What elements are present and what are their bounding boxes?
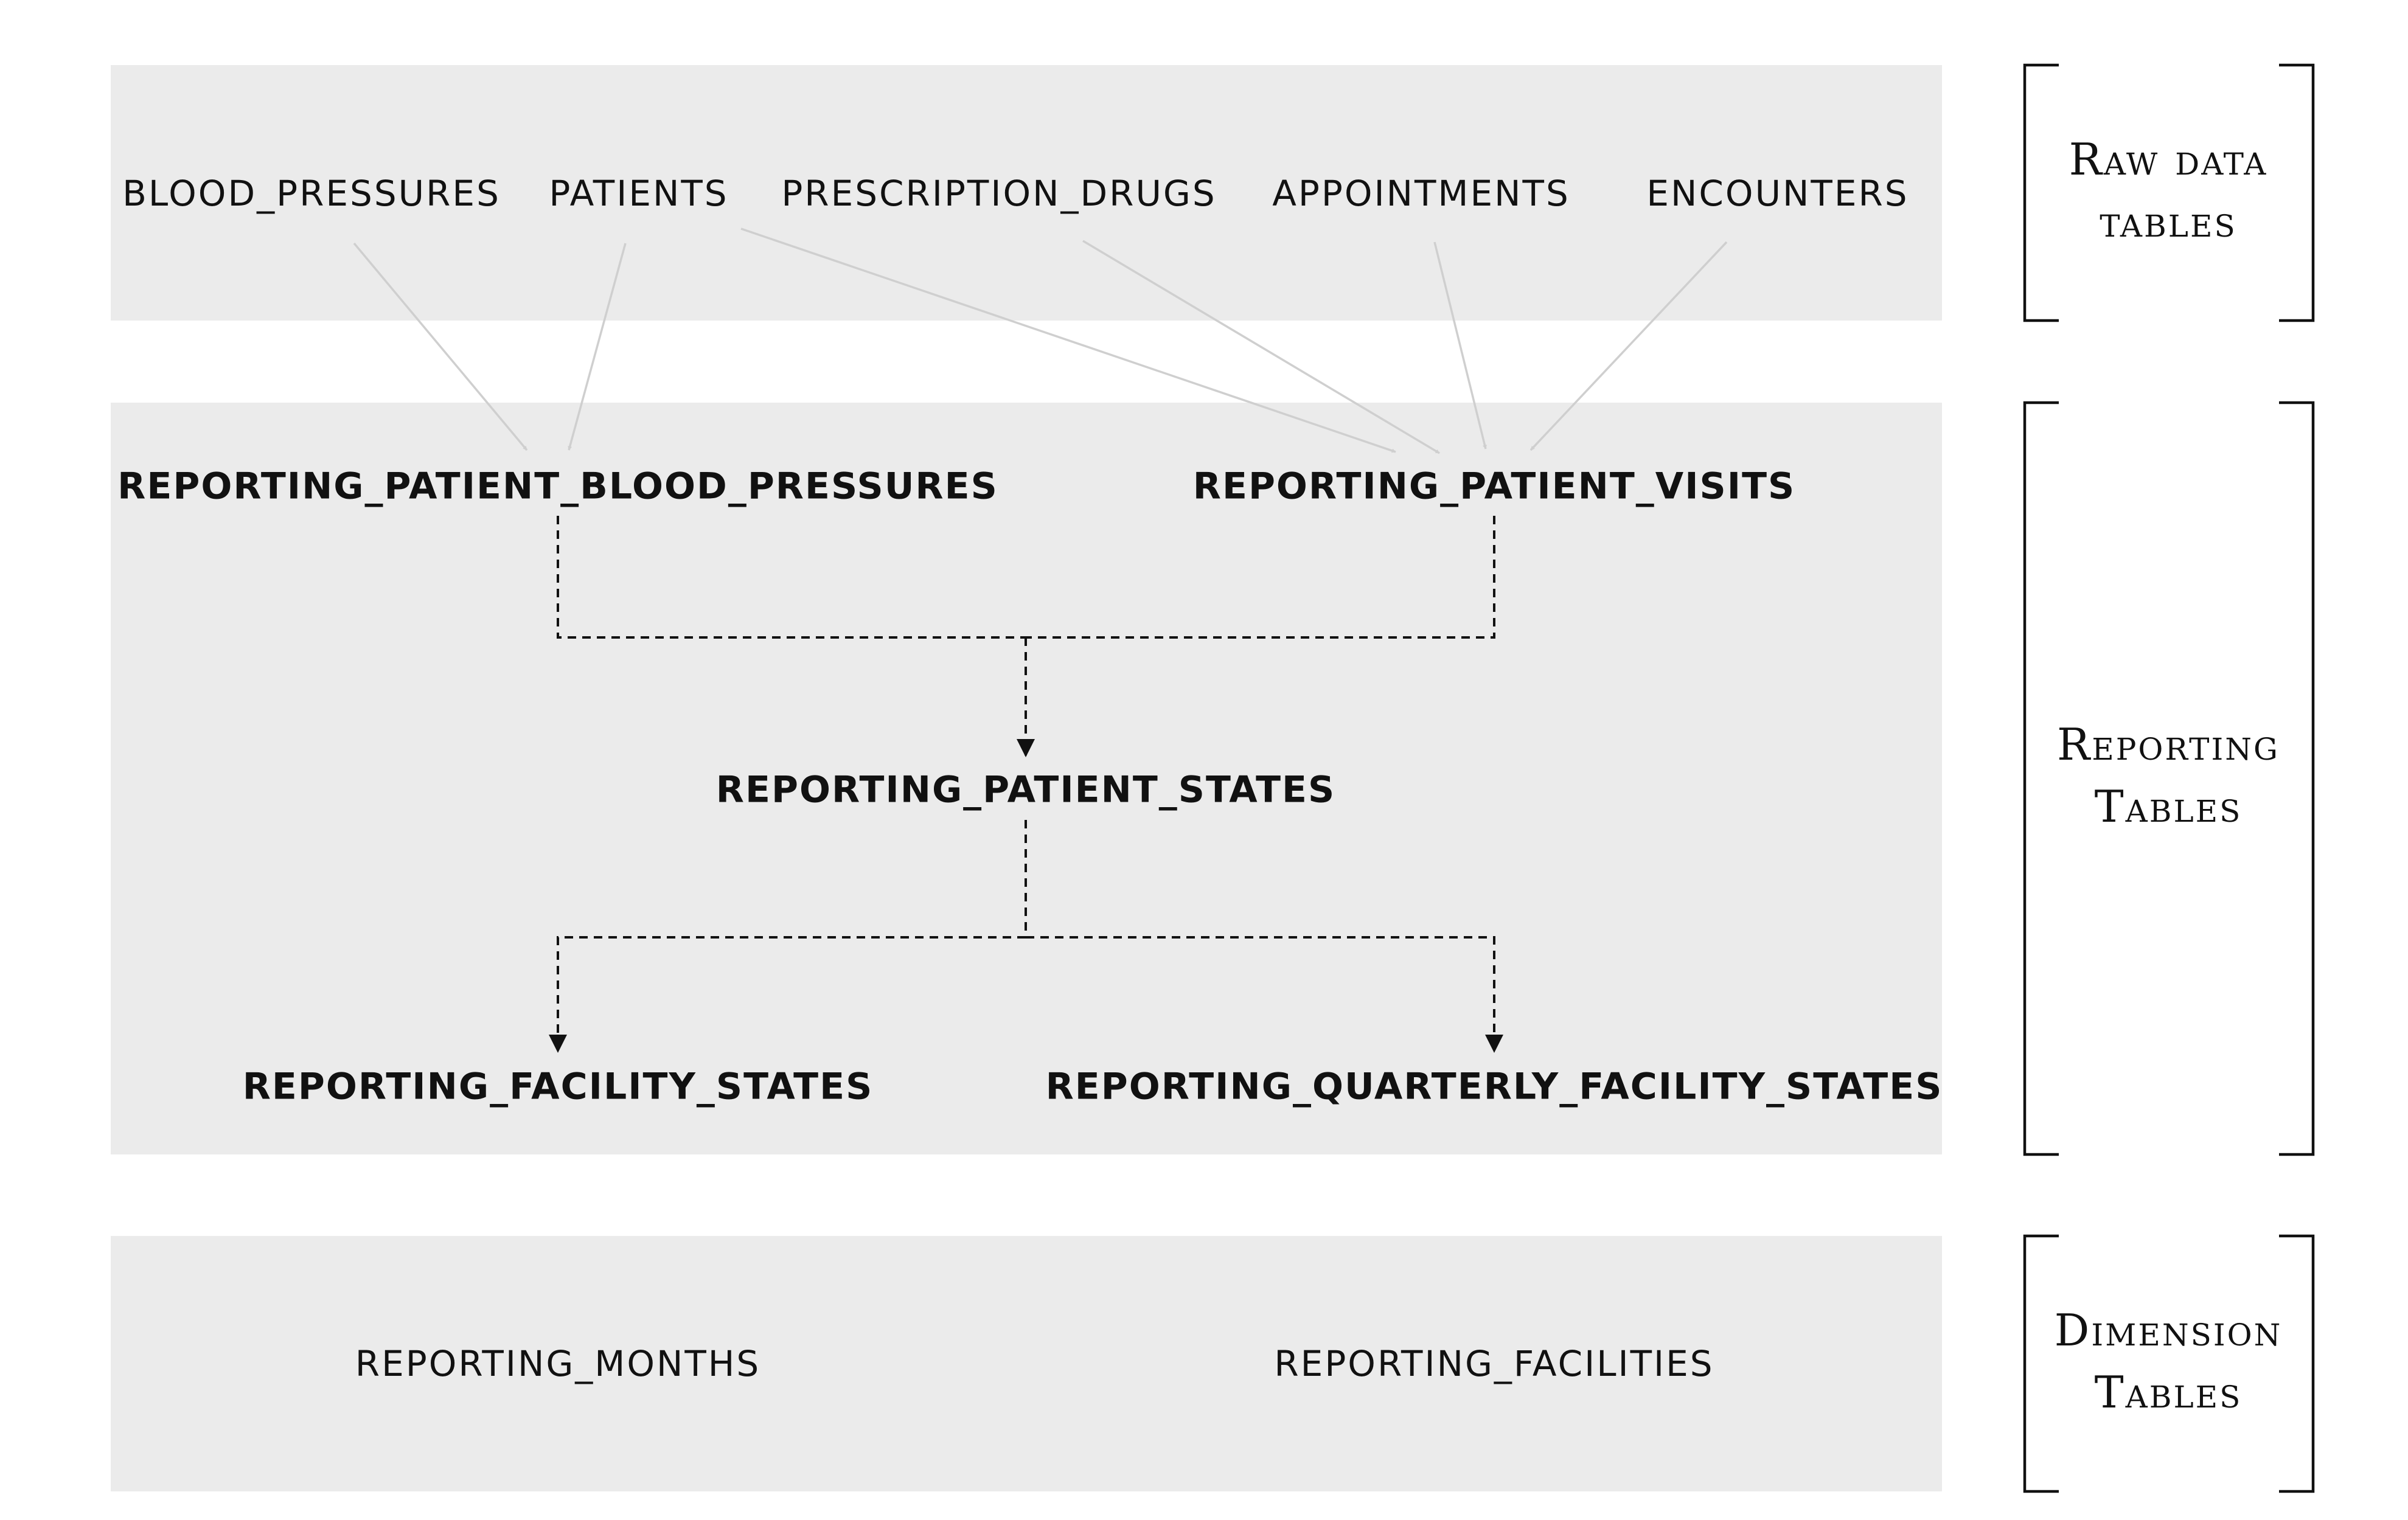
reporting-bracket-left: [2023, 401, 2059, 1156]
raw-edges: [353, 227, 1728, 454]
dimension-bracket-right: [2279, 1234, 2315, 1493]
edge-states-to-facility-states: [549, 936, 1026, 1053]
node-reporting-months: REPORTING_MONTHS: [355, 1343, 760, 1384]
reporting-tables-label-line1: Reporting: [2057, 719, 2280, 770]
dimension-table-nodes: REPORTING_MONTHS REPORTING_FACILITIES: [355, 1343, 1714, 1384]
node-reporting-patient-states: REPORTING_PATIENT_STATES: [716, 769, 1335, 811]
node-prescription-drugs: PRESCRIPTION_DRUGS: [781, 173, 1216, 214]
dimension-bracket-left: [2023, 1234, 2059, 1493]
reporting-bracket-right: [2279, 401, 2315, 1156]
raw-table-nodes: BLOOD_PRESSURES PATIENTS PRESCRIPTION_DR…: [122, 173, 1909, 214]
reporting-tables-bracket: Reporting Tables: [2023, 401, 2315, 1156]
node-reporting-quarterly-facility-states: REPORTING_QUARTERLY_FACILITY_STATES: [1046, 1066, 1943, 1108]
edge-blood-pressures-to-states: [557, 516, 1026, 639]
raw-bracket-right: [2279, 63, 2315, 322]
dimension-tables-band: [111, 1236, 1942, 1491]
edge-states-to-quarterly-facility-states: [1026, 936, 1503, 1053]
dimension-tables-label-line2: Tables: [2095, 1367, 2243, 1418]
node-appointments: APPOINTMENTS: [1272, 173, 1570, 214]
dimension-tables-label-line1: Dimension: [2055, 1305, 2283, 1356]
edge-visits-to-states: [1026, 516, 1495, 639]
reporting-tables-label-line2: Tables: [2095, 781, 2243, 832]
dimension-tables-bracket: Dimension Tables: [2023, 1234, 2315, 1493]
edge-blood-pressures-to-reporting-blood-pressures: [353, 242, 528, 451]
node-reporting-facility-states: REPORTING_FACILITY_STATES: [243, 1066, 874, 1108]
reporting-table-nodes: REPORTING_PATIENT_BLOOD_PRESSURES REPORT…: [117, 465, 1943, 1108]
raw-tables-label-line2: tables: [2100, 196, 2236, 247]
raw-tables-bracket: Raw data tables: [2023, 63, 2315, 322]
node-reporting-patient-visits: REPORTING_PATIENT_VISITS: [1193, 465, 1795, 508]
node-reporting-patient-blood-pressures: REPORTING_PATIENT_BLOOD_PRESSURES: [117, 465, 998, 508]
raw-tables-band: [111, 65, 1942, 321]
edge-patients-to-reporting-blood-pressures: [568, 243, 627, 451]
edge-appointments-to-reporting-visits: [1433, 241, 1487, 449]
edge-encounters-to-reporting-visits: [1529, 241, 1728, 451]
reporting-edges: [549, 516, 1503, 1053]
raw-bracket-left: [2023, 63, 2059, 322]
node-patients: PATIENTS: [549, 173, 728, 214]
edge-prescription-drugs-to-reporting-visits: [1082, 240, 1440, 454]
edge-patients-to-reporting-visits: [740, 227, 1396, 453]
raw-tables-label-line1: Raw data: [2069, 134, 2268, 185]
node-encounters: ENCOUNTERS: [1646, 173, 1909, 214]
node-blood-pressures: BLOOD_PRESSURES: [122, 173, 501, 214]
node-reporting-facilities: REPORTING_FACILITIES: [1274, 1343, 1714, 1384]
reporting-tables-band: [111, 403, 1942, 1154]
